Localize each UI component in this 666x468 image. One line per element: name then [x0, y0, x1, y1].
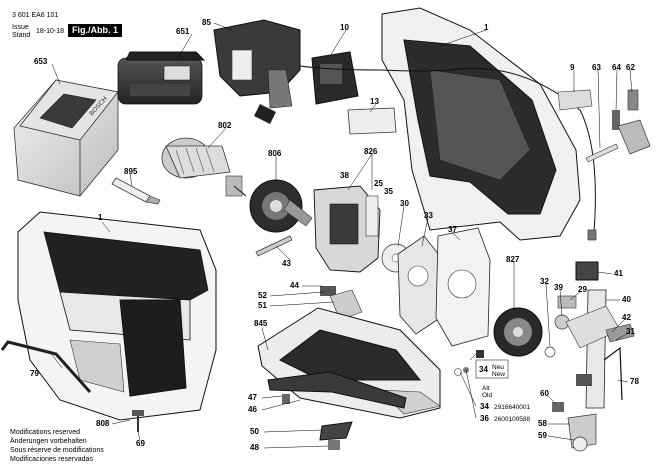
part-number-labels: 1 10 85 651 653 802 806 895 826 38 25 35…	[30, 18, 639, 452]
label-25: 25	[374, 179, 383, 188]
label-653: 653	[34, 57, 48, 66]
old-label: Old	[482, 392, 493, 399]
clamp-50-48	[319, 421, 353, 450]
label-802: 802	[218, 121, 232, 130]
label-62: 62	[626, 63, 635, 72]
gear-827	[493, 307, 543, 357]
label-38: 38	[340, 171, 349, 180]
label-58: 58	[538, 419, 547, 428]
pin-43	[255, 235, 293, 257]
label-29: 29	[578, 285, 587, 294]
label-651: 651	[176, 27, 190, 36]
bevel-gear-806	[249, 179, 313, 233]
order-ref-36: 36	[480, 414, 489, 423]
alt-label: Alt	[482, 385, 490, 392]
order-number-34: 2916640001	[494, 404, 531, 411]
issue-label-en: Issue	[12, 24, 29, 31]
issue-label-de: Stand	[12, 32, 31, 39]
label-895: 895	[124, 167, 138, 176]
label-32: 32	[540, 277, 549, 286]
label-60: 60	[540, 389, 549, 398]
callout-neu: Neu	[492, 364, 504, 371]
label-78: 78	[630, 377, 639, 386]
screw-69	[132, 410, 144, 432]
footer-line-de: Änderungen vorbehalten	[10, 438, 87, 445]
switch-cover-13	[347, 107, 397, 135]
label-44: 44	[290, 281, 299, 290]
order-ref-34: 34	[480, 402, 489, 411]
issue-label: Issue Stand	[12, 24, 30, 40]
figure-label: Fig./Abb. 1	[68, 24, 122, 37]
housing-upper	[379, 7, 597, 241]
issue-date: 18-10-18	[36, 28, 65, 35]
label-64: 64	[612, 63, 621, 72]
hex-key-79	[0, 340, 92, 394]
pins-63-64-62	[585, 89, 651, 163]
footer-notes: Modifications reserved Änderungen vorbeh…	[10, 428, 104, 464]
label-9: 9	[570, 63, 575, 72]
gasket-33	[397, 235, 441, 335]
guide-roller-parts	[552, 402, 597, 452]
gear-frame-826	[313, 185, 381, 273]
footer-line-en: Modifications reserved	[10, 429, 81, 436]
label-51: 51	[258, 301, 267, 310]
label-42: 42	[622, 313, 631, 322]
switch-assembly	[213, 19, 381, 124]
label-50: 50	[250, 427, 259, 436]
label-845: 845	[254, 319, 268, 328]
label-43: 43	[282, 259, 291, 268]
callout-new: New	[492, 371, 505, 378]
label-9	[557, 89, 593, 111]
label-46: 46	[248, 405, 257, 414]
charger-653: BOSCH	[13, 79, 119, 197]
label-1-lower: 1	[98, 213, 103, 222]
label-41: 41	[614, 269, 623, 278]
label-39: 39	[554, 283, 563, 292]
label-827: 827	[506, 255, 520, 264]
label-52: 52	[258, 291, 267, 300]
order-number-36: 2600100588	[494, 416, 531, 423]
motor-802	[161, 137, 247, 197]
housing-lower	[17, 211, 217, 421]
label-31: 31	[626, 327, 635, 336]
grease-tube-895	[111, 177, 161, 205]
label-10: 10	[340, 23, 349, 32]
callout-34-new: 34 Neu New	[475, 359, 509, 379]
label-79: 79	[30, 369, 39, 378]
label-47: 47	[248, 393, 257, 402]
reciprocating-parts	[565, 261, 635, 409]
label-1-upper: 1	[484, 23, 489, 32]
label-33: 33	[424, 211, 433, 220]
label-30: 30	[400, 199, 409, 208]
label-40: 40	[622, 295, 631, 304]
alt-old-table: Alt Old 34 2916640001 36 2600100588	[480, 385, 531, 423]
shoe-47-46	[267, 371, 407, 409]
label-59: 59	[538, 431, 547, 440]
label-806: 806	[268, 149, 282, 158]
label-85: 85	[202, 18, 211, 27]
label-35: 35	[384, 187, 393, 196]
plate-37	[435, 227, 491, 347]
label-13: 13	[370, 97, 379, 106]
label-69: 69	[136, 439, 145, 448]
footer-line-fr: Sous réserve de modifications	[10, 447, 104, 454]
label-48: 48	[250, 443, 259, 452]
label-37: 37	[448, 225, 457, 234]
label-808: 808	[96, 419, 110, 428]
doc-number: 3 601 EA6 101	[12, 12, 59, 19]
label-63: 63	[592, 63, 601, 72]
label-826: 826	[364, 147, 378, 156]
leader-lines	[49, 22, 633, 449]
battery-651	[117, 51, 206, 105]
footer-line-es: Modificaciones reservadas	[10, 456, 93, 463]
callout-34-label: 34	[479, 365, 488, 374]
